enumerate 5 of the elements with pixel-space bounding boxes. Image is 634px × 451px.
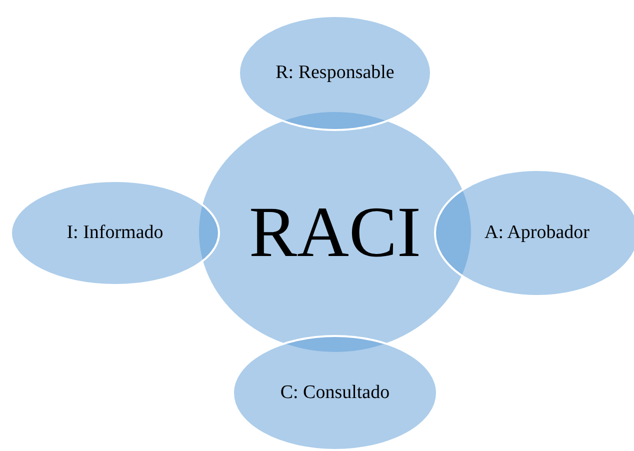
- role-label: C: Consultado: [280, 382, 390, 404]
- role-label: I: Informado: [66, 222, 164, 244]
- center-title: RACI: [248, 190, 422, 274]
- role-label: A: Aprobador: [484, 222, 590, 244]
- role-label: R: Responsable: [276, 62, 394, 84]
